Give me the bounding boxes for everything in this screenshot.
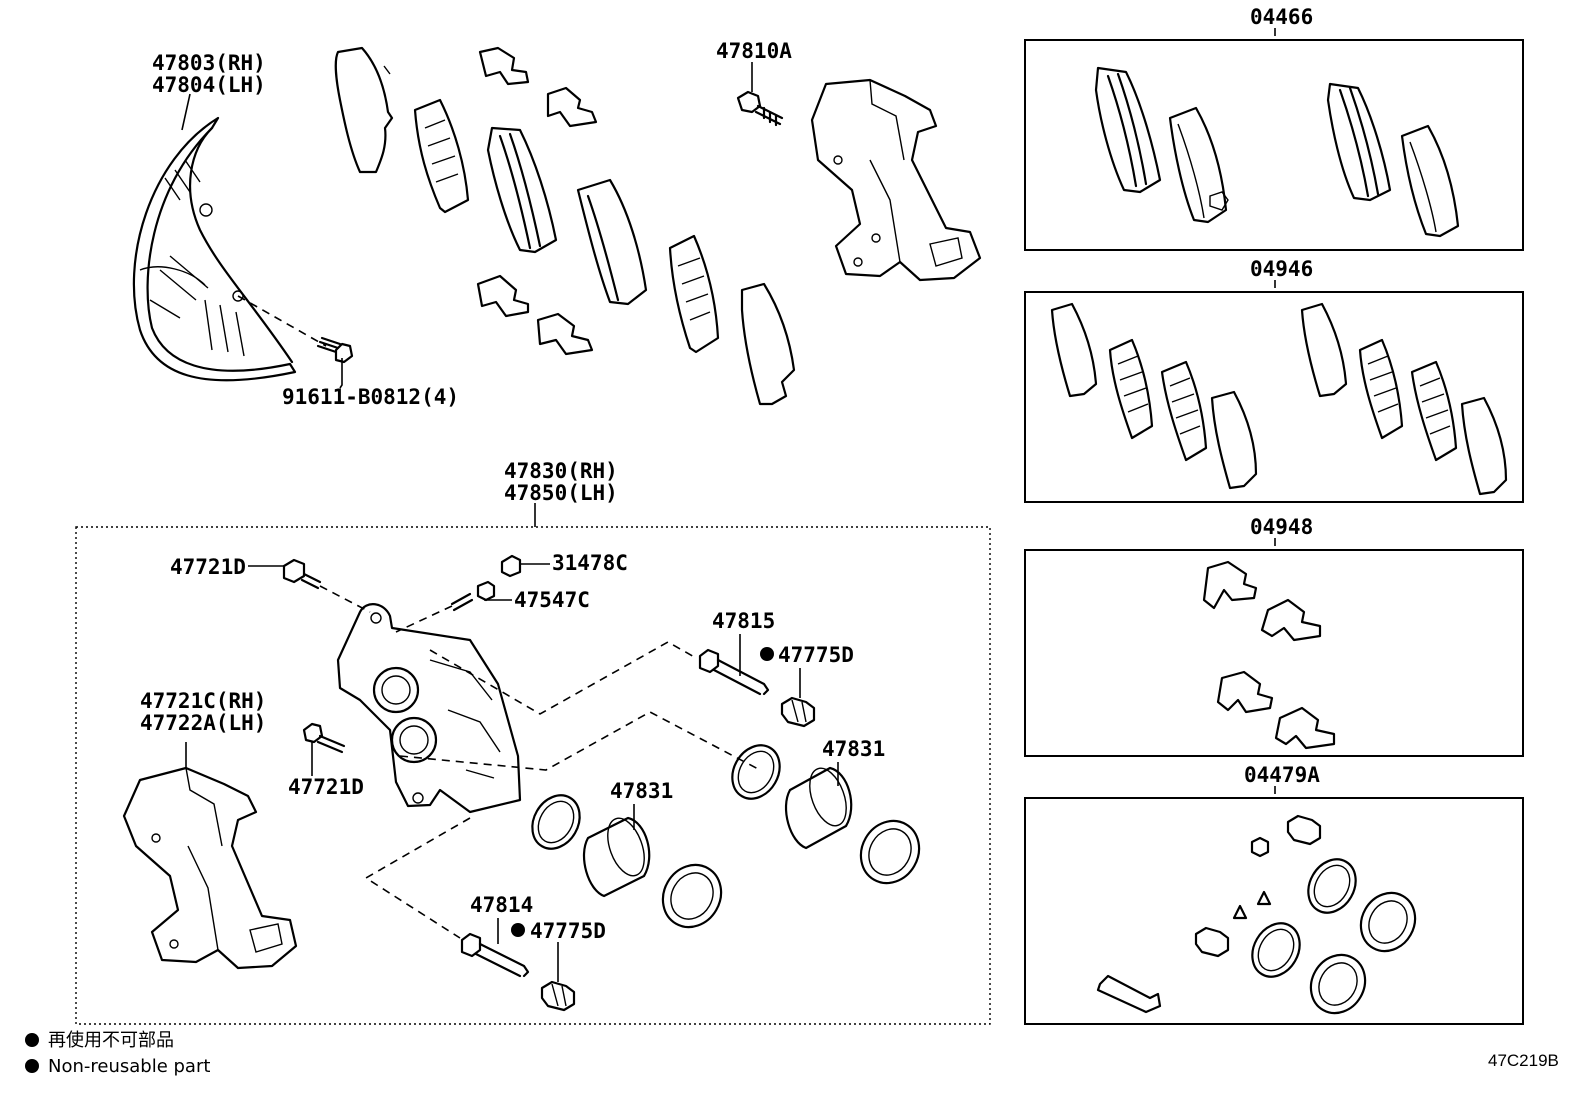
label-shield-lh: 47804(LH) (152, 73, 266, 97)
diagram-code: 47C219B (1488, 1051, 1559, 1070)
spring-kit-contents[interactable] (1202, 560, 1336, 750)
label-cyl-bolt-top: 47721D (170, 555, 246, 579)
label-mounting-rh: 47721C(RH) (140, 689, 266, 713)
shim-kit-contents[interactable] (1050, 302, 1508, 496)
cylinder-boot-left[interactable] (652, 854, 732, 937)
label-spring-kit: 04948 (1250, 515, 1313, 539)
label-mount-bolt: 47810A (716, 39, 792, 63)
disc-brake-cylinder-body[interactable] (336, 603, 522, 814)
slide-pin-lower[interactable] (460, 932, 530, 978)
brake-pad-b[interactable] (576, 178, 648, 306)
piston-seal-left[interactable] (523, 787, 589, 857)
caliper-assembly-box (75, 526, 991, 1025)
brake-pad-a[interactable] (486, 126, 558, 254)
legend-bullet-en (25, 1059, 39, 1073)
cylinder-bolt-bottom[interactable] (302, 722, 346, 754)
cylinder-slide-bush-boot-upper[interactable] (780, 696, 816, 728)
pad-support-plate-b[interactable] (546, 86, 598, 128)
cylinder-boot-right[interactable] (850, 810, 930, 893)
outer-anti-squeal-shim-right[interactable] (740, 282, 796, 406)
seal-kit-contents[interactable] (1096, 814, 1426, 1023)
label-seal-kit: 04479A (1244, 763, 1320, 787)
slide-pin-upper[interactable] (698, 648, 770, 696)
label-slide-pin-upper: 47815 (712, 609, 775, 633)
label-cyl-bolt-bottom: 47721D (288, 775, 364, 799)
cylinder-piston-right[interactable] (785, 763, 853, 850)
legend-bullet-jp (25, 1033, 39, 1047)
pad-kit-contents[interactable] (1094, 66, 1460, 238)
label-pad-kit: 04466 (1250, 5, 1313, 29)
bleeder-plug-cap[interactable] (500, 554, 522, 578)
label-mounting-lh: 47722A(LH) (140, 711, 266, 735)
disc-brake-dust-shield[interactable] (132, 116, 297, 382)
disc-brake-cylinder-mounting-upper[interactable] (810, 78, 982, 282)
kit-box-pad (1024, 39, 1524, 251)
shield-bolt[interactable] (316, 336, 354, 364)
label-slide-pin-lower: 47814 (470, 893, 533, 917)
label-caliper-rh: 47830(RH) (504, 459, 618, 483)
kit-box-spring (1024, 549, 1524, 757)
cylinder-bolt-top[interactable] (282, 558, 322, 590)
legend-en: Non-reusable part (48, 1056, 210, 1077)
disc-brake-cylinder-mounting-lower[interactable] (122, 766, 298, 970)
label-bleeder-plug: 47547C (514, 588, 590, 612)
pad-support-plate-c[interactable] (476, 274, 530, 318)
kit-box-shim (1024, 291, 1524, 503)
label-boot-lower: 47775D (530, 919, 606, 943)
anti-squeal-shim-b[interactable] (668, 234, 720, 354)
legend-jp: 再使用不可部品 (48, 1030, 174, 1051)
label-boot-upper: 47775D (778, 643, 854, 667)
label-piston-left: 47831 (610, 779, 673, 803)
label-shim-kit: 04946 (1250, 257, 1313, 281)
non-reusable-marker-lower (511, 923, 525, 937)
anti-squeal-shim-a[interactable] (413, 98, 470, 214)
label-caliper-lh: 47850(LH) (504, 481, 618, 505)
mounting-bolt[interactable] (736, 90, 784, 127)
piston-seal-right[interactable] (723, 737, 789, 807)
pad-support-plate-a[interactable] (478, 46, 530, 86)
kit-box-seal (1024, 797, 1524, 1025)
label-shield-bolt: 91611-B0812(4) (282, 385, 459, 409)
cylinder-piston-left[interactable] (583, 813, 651, 898)
cylinder-slide-bush-boot-lower[interactable] (540, 980, 576, 1012)
bleeder-plug[interactable] (450, 580, 496, 612)
pad-support-plate-d[interactable] (536, 312, 594, 356)
label-shield-rh: 47803(RH) (152, 51, 266, 75)
non-reusable-marker-upper (760, 647, 774, 661)
label-piston-right: 47831 (822, 737, 885, 761)
outer-anti-squeal-shim-left[interactable] (334, 46, 394, 174)
label-bleeder-cap: 31478C (552, 551, 628, 575)
